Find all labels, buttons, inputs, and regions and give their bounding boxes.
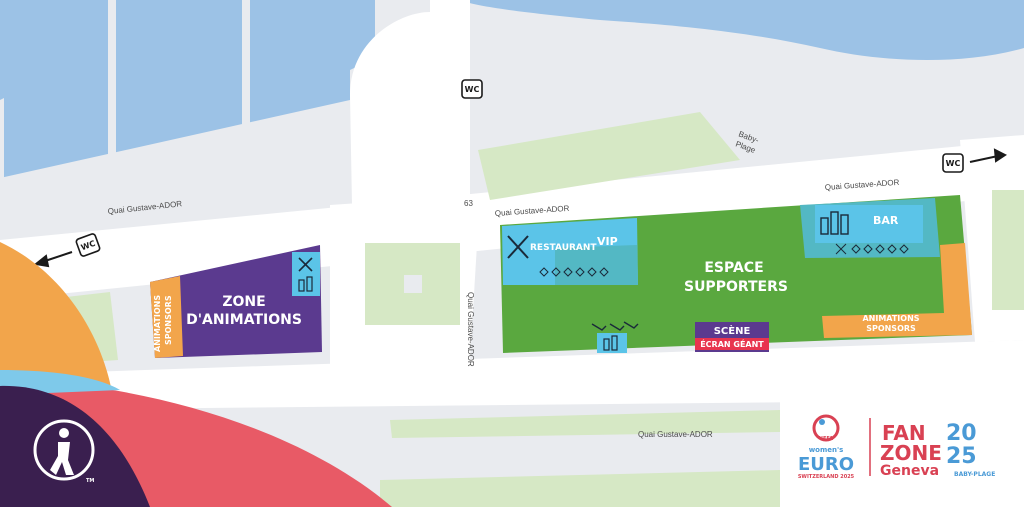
food-bar-box-left xyxy=(292,252,320,296)
espace-supporters[interactable]: RESTAURANT VIP BAR ESPACE S xyxy=(500,195,972,353)
arrow-icon xyxy=(33,251,73,268)
scene-label: SCÈNE xyxy=(714,324,751,337)
corner-graphic: TM xyxy=(0,242,392,507)
euro-text: EURO xyxy=(798,454,854,475)
country-text: SWITZERLAND 2025 xyxy=(798,474,855,480)
tables-row-vip xyxy=(539,267,609,277)
street-label-vertical: Quai Gustave-ADOR xyxy=(466,292,475,367)
bottles-icon xyxy=(603,335,618,351)
ecran-geant-box xyxy=(695,338,769,350)
animations-sponsors-right-line2: SPONSORS xyxy=(866,324,916,333)
zone-text: ZONE xyxy=(880,441,942,465)
fan-zone-logo: FAN ZONE Geneva 20 25 BABY-PLAGE xyxy=(880,421,995,479)
year-top-text: 20 xyxy=(946,421,977,446)
year-bottom-text: 25 xyxy=(946,444,977,469)
animations-sponsors-left-line2: SPONSORS xyxy=(164,295,173,345)
animations-sponsors-right-line1: ANIMATIONS xyxy=(862,314,919,323)
arrow-icon xyxy=(969,148,1007,163)
zone-animations[interactable]: ANIMATIONS SPONSORS ZONE D'ANIMATIONS xyxy=(150,245,322,358)
wc-marker-left[interactable]: WC xyxy=(33,233,101,268)
wc-icon: WC xyxy=(465,85,480,94)
wc-marker-right[interactable]: WC xyxy=(942,148,1007,173)
baby-plage-text: BABY-PLAGE xyxy=(954,471,995,478)
bottles-icon xyxy=(298,276,313,292)
womens-euro-logo: UEFA women's EURO SWITZERLAND 2025 xyxy=(798,414,855,480)
trademark: TM xyxy=(86,478,94,484)
bottles-icon xyxy=(820,211,849,235)
player-logo-icon xyxy=(33,419,95,481)
fan-text: FAN xyxy=(882,421,926,445)
street-number: 63 xyxy=(464,199,473,208)
zone-animations-title-line1: ZONE xyxy=(222,294,265,310)
ecran-geant-label: ÉCRAN GÉANT xyxy=(700,338,764,349)
espace-supporters-title-line2: SUPPORTERS xyxy=(684,279,788,295)
geneva-text: Geneva xyxy=(880,463,939,479)
restaurant-label: RESTAURANT xyxy=(530,243,597,253)
tables-row-bar xyxy=(835,243,909,255)
animations-sponsors-left-line1: ANIMATIONS xyxy=(153,295,162,352)
street-label-bottom: Quai Gustave-ADOR xyxy=(638,430,713,439)
vip-label: VIP xyxy=(597,235,618,248)
uefa-text: UEFA xyxy=(819,436,833,442)
bar-label: BAR xyxy=(873,214,899,227)
zone-animations-title-line2: D'ANIMATIONS xyxy=(186,312,302,328)
cutlery-icon xyxy=(298,257,313,272)
womens-text: women's xyxy=(809,446,844,454)
espace-supporters-title-line1: ESPACE xyxy=(704,260,763,276)
wc-marker-top[interactable]: WC xyxy=(461,79,483,99)
lake xyxy=(0,0,1024,185)
deckchair-icon xyxy=(591,321,639,331)
wc-icon: WC xyxy=(946,159,961,168)
cutlery-icon xyxy=(507,235,529,259)
